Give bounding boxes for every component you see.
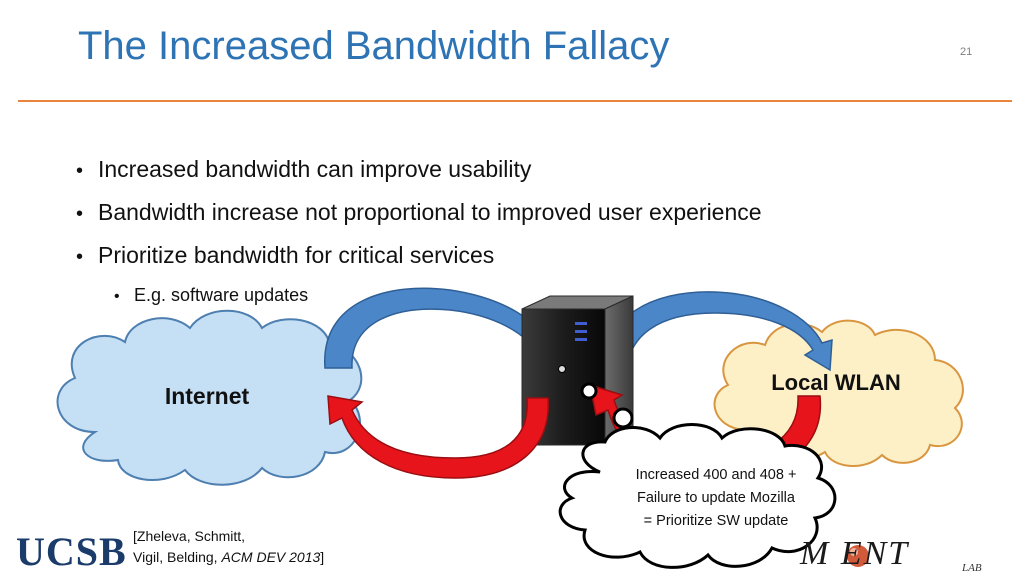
callout-line-2: Failure to update Mozilla [637,490,796,506]
moment-logo-sub: LAB [962,562,982,574]
citation-line-2: Vigil, Belding, ACM DEV 2013] [133,549,325,565]
internet-cloud-shape [56,309,363,486]
thought-callout: Increased 400 and 408 + Failure to updat… [558,382,837,569]
internet-cloud: Internet [56,309,363,486]
slide-number: 21 [960,46,973,58]
subbullet-text: E.g. software updates [134,285,309,305]
callout-bubble-small [580,382,598,400]
bullet-marker: • [76,160,84,182]
subbullet-marker: • [114,288,120,305]
wlan-cloud-shape [713,319,964,468]
moment-logo-sphere [847,545,869,567]
bullet-text: Increased bandwidth can improve usabilit… [98,156,532,182]
title-divider [18,100,1012,102]
arrow-server-to-wlan [601,291,833,379]
bullet-item: • Bandwidth increase not proportional to… [76,199,976,242]
callout-line-1: Increased 400 and 408 + [636,467,797,483]
wlan-label: Local WLAN [771,370,901,395]
bullet-marker: • [76,246,84,268]
internet-label: Internet [165,383,250,409]
moment-logo: M ENT [800,535,910,572]
bullet-item: • Prioritize bandwidth for critical serv… [76,242,976,285]
bullet-list: • Increased bandwidth can improve usabil… [76,156,976,313]
callout-line-3: = Prioritize SW update [644,513,789,529]
ucsb-logo: UCSB [16,529,127,574]
slide-title: The Increased Bandwidth Fallacy [78,24,670,68]
callout-cloud [558,423,837,569]
subbullet-item: • E.g. software updates [76,285,976,313]
citation: [Zheleva, Schmitt, Vigil, Belding, ACM D… [133,526,324,568]
bullet-item: • Increased bandwidth can improve usabil… [76,156,976,199]
callout-bubble-medium [612,407,634,429]
bullet-text: Prioritize bandwidth for critical servic… [98,242,495,268]
arrow-server-to-internet [327,395,549,479]
citation-line-1: [Zheleva, Schmitt, [133,528,246,544]
wlan-cloud: Local WLAN [713,319,964,468]
bullet-marker: • [76,203,84,225]
bullet-text: Bandwidth increase not proportional to i… [98,199,762,225]
